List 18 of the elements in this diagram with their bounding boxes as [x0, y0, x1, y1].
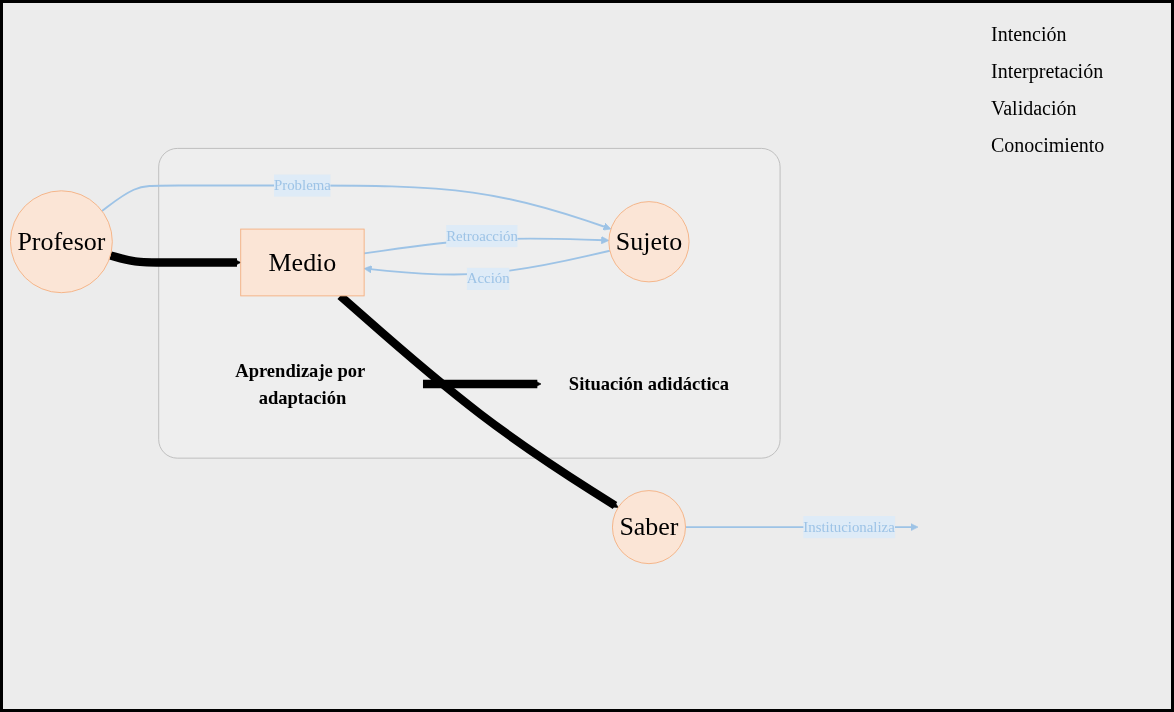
- label-text: Conocimiento: [991, 134, 1106, 157]
- arrow: [101, 184, 612, 231]
- arrow: [423, 379, 542, 389]
- node-box: Medio: [240, 228, 365, 297]
- label-text: Interpretación: [991, 60, 1105, 83]
- edge-label: Problema: [273, 177, 331, 193]
- label-text: Validación: [991, 97, 1078, 120]
- node-circle: Profesor: [9, 190, 113, 294]
- node-text: Situación adidáctica: [568, 373, 730, 395]
- label-text: Intención: [991, 23, 1068, 46]
- edge-label: Institucionaliza: [803, 518, 895, 535]
- node-circle: Saber: [611, 490, 686, 565]
- cluster: [158, 147, 781, 459]
- arrow: [109, 251, 242, 267]
- edge-label: Acción: [466, 270, 510, 287]
- node-circle: Sujeto: [608, 201, 690, 283]
- node-text: Aprendizaje por adaptación: [235, 359, 365, 409]
- edge-label: Retroacción: [446, 227, 518, 244]
